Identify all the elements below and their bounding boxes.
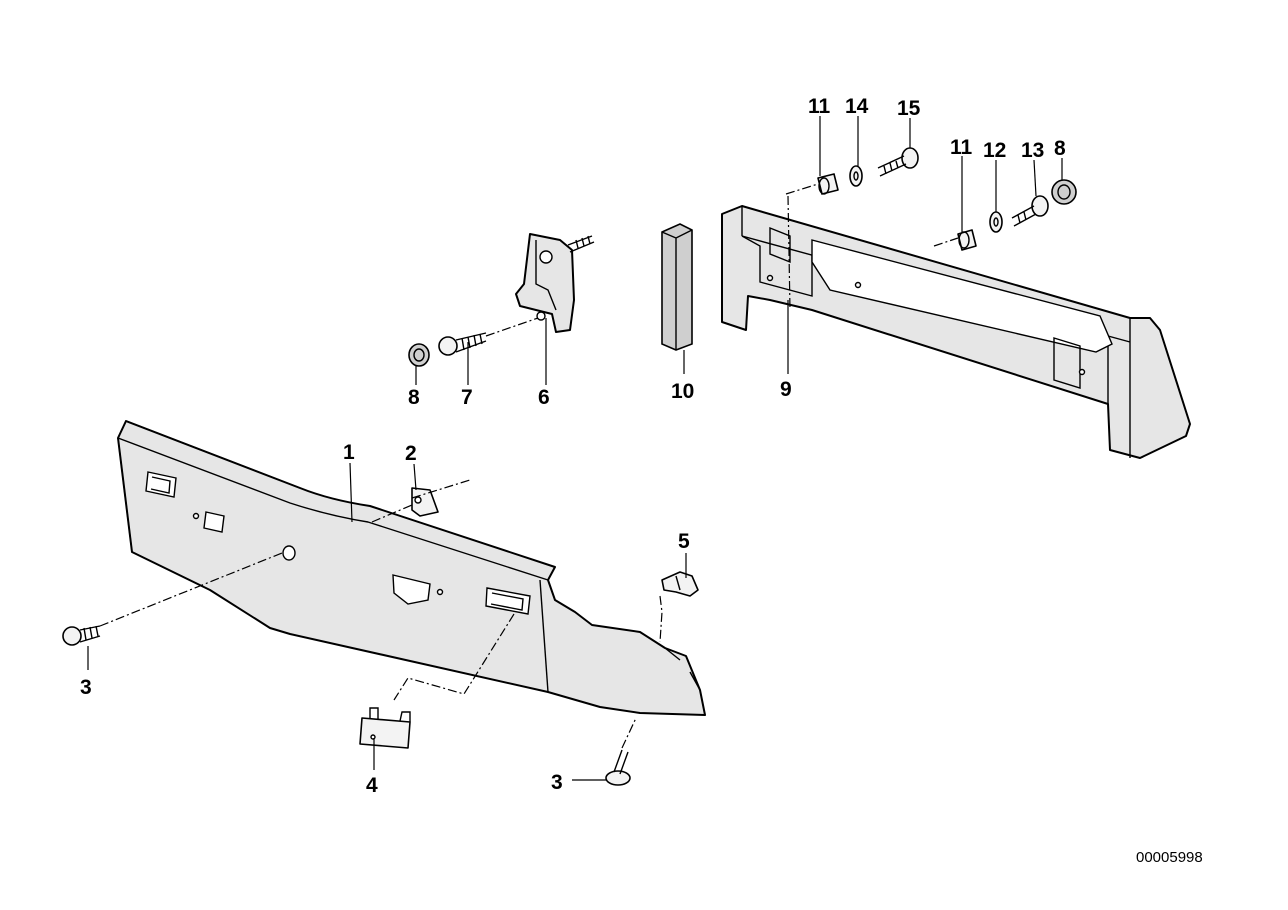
bracket <box>515 233 595 333</box>
screw-left <box>62 625 101 646</box>
screw-15 <box>877 147 919 177</box>
foam-block <box>661 223 693 351</box>
spacer-11-right <box>957 229 977 251</box>
callout-11-right: 11 <box>950 136 973 159</box>
leader-lines <box>87 116 1063 781</box>
washer-12 <box>989 211 1003 233</box>
callout-6: 6 <box>538 386 550 409</box>
callout-7: 7 <box>461 386 473 409</box>
callout-14: 14 <box>845 95 869 118</box>
washer-14 <box>849 165 863 187</box>
callout-8-right: 8 <box>1054 137 1066 160</box>
trim-panel <box>117 420 706 716</box>
callout-8-left: 8 <box>408 386 420 409</box>
callout-12: 12 <box>983 139 1006 162</box>
callout-13: 13 <box>1021 139 1044 162</box>
cap-right <box>1051 179 1077 205</box>
clip-nut <box>411 487 439 517</box>
upper-panel <box>721 205 1191 459</box>
callout-5: 5 <box>678 530 690 553</box>
callout-4: 4 <box>366 774 378 797</box>
document-number: 00005998 <box>1136 849 1203 866</box>
callout-11-top: 11 <box>808 95 831 118</box>
screw-13 <box>1011 195 1049 227</box>
callout-10: 10 <box>671 380 694 403</box>
assembly-lines <box>99 183 959 749</box>
retainer <box>661 571 699 597</box>
callout-1: 1 <box>343 441 355 464</box>
callouts: 1 2 3 3 4 5 6 7 8 9 10 11 14 15 11 12 13… <box>80 95 1066 797</box>
clip <box>359 707 411 749</box>
screw-bottom <box>605 749 631 786</box>
spacer-11-top <box>817 173 839 195</box>
callout-3-bottom: 3 <box>551 771 563 794</box>
callout-3-left: 3 <box>80 676 92 699</box>
callout-9: 9 <box>780 378 792 401</box>
screw-7 <box>438 332 487 356</box>
cap-left <box>408 343 430 367</box>
callout-15: 15 <box>897 97 921 120</box>
callout-2: 2 <box>405 442 417 465</box>
